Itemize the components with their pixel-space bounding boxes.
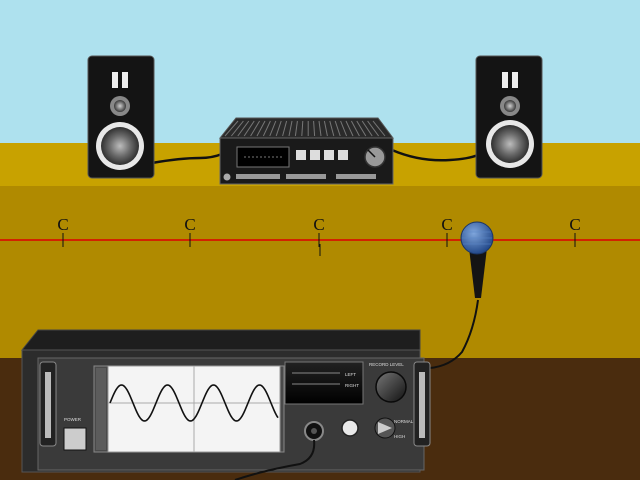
microphone-cable [429, 299, 479, 369]
level-meter [284, 361, 364, 405]
compression-label: C [569, 215, 580, 234]
speaker-right-icon [475, 55, 543, 179]
compression-label: C [57, 215, 68, 234]
meter-right-label: RIGHT [345, 383, 359, 388]
oscilloscope-icon: POWER LEFT RIGHT RECORD LEVEL NORMAL HIG… [20, 329, 431, 480]
amplifier-icon [218, 117, 394, 185]
switch-label-top: NORMAL [394, 419, 414, 424]
adjust-knob[interactable] [341, 419, 359, 437]
speaker-cable-left [151, 152, 223, 165]
jack-cable [234, 439, 316, 480]
compression-label: C [441, 215, 452, 234]
switch-label-bottom: HIGH [394, 434, 405, 439]
oscilloscope-trace [109, 384, 279, 422]
mode-switch[interactable] [374, 417, 396, 439]
record-level-knob[interactable] [375, 371, 407, 403]
speaker-cable-right [391, 148, 479, 162]
compression-label: C [184, 215, 195, 234]
microphone-icon [460, 221, 494, 298]
meter-left-label: LEFT [345, 372, 356, 377]
power-label: POWER [64, 417, 82, 422]
compression-label: C [313, 215, 324, 234]
air-band [0, 186, 640, 358]
power-button[interactable] [63, 427, 87, 451]
speaker-left-icon [87, 55, 155, 179]
record-level-label: RECORD LEVEL [369, 362, 404, 367]
